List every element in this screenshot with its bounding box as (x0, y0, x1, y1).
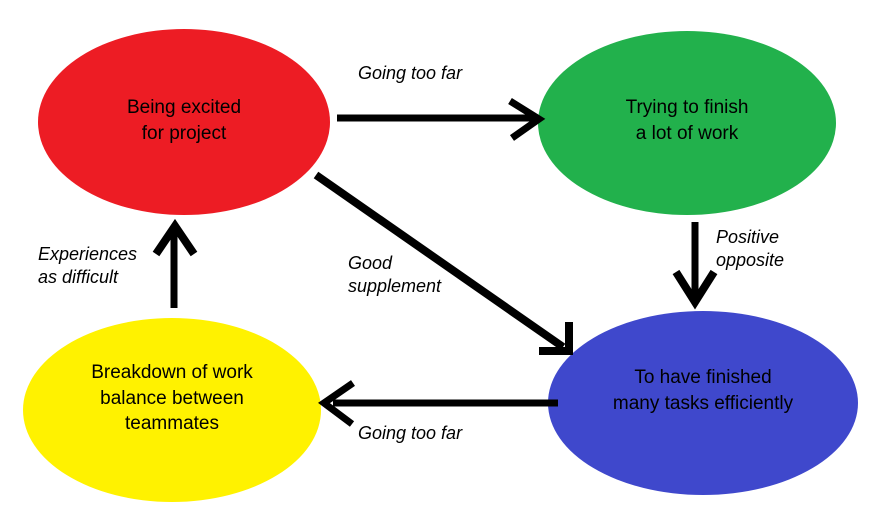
edge-breakdown-to-excited (152, 218, 198, 308)
node-ellipse-excited[interactable] (38, 29, 330, 215)
edge-finished-to-breakdown (318, 380, 558, 427)
edge-excited-to-trying (337, 98, 546, 141)
node-ellipse-trying[interactable] (538, 31, 836, 215)
edge-excited-to-finished (313, 171, 573, 355)
edge-label-good-supplement: Good supplement (348, 253, 442, 297)
edge-label-positive-opposite: Positive opposite (716, 227, 785, 271)
node-ellipse-breakdown[interactable] (23, 318, 321, 502)
edge-label-going-too-far-top: Going too far (358, 63, 463, 83)
edge-trying-to-finished (672, 222, 718, 310)
edge-label-experiences-as-difficult: Experiences as difficult (38, 244, 138, 288)
edge-label-going-too-far-bottom: Going too far (358, 423, 463, 443)
node-ellipse-finished[interactable] (548, 311, 858, 495)
